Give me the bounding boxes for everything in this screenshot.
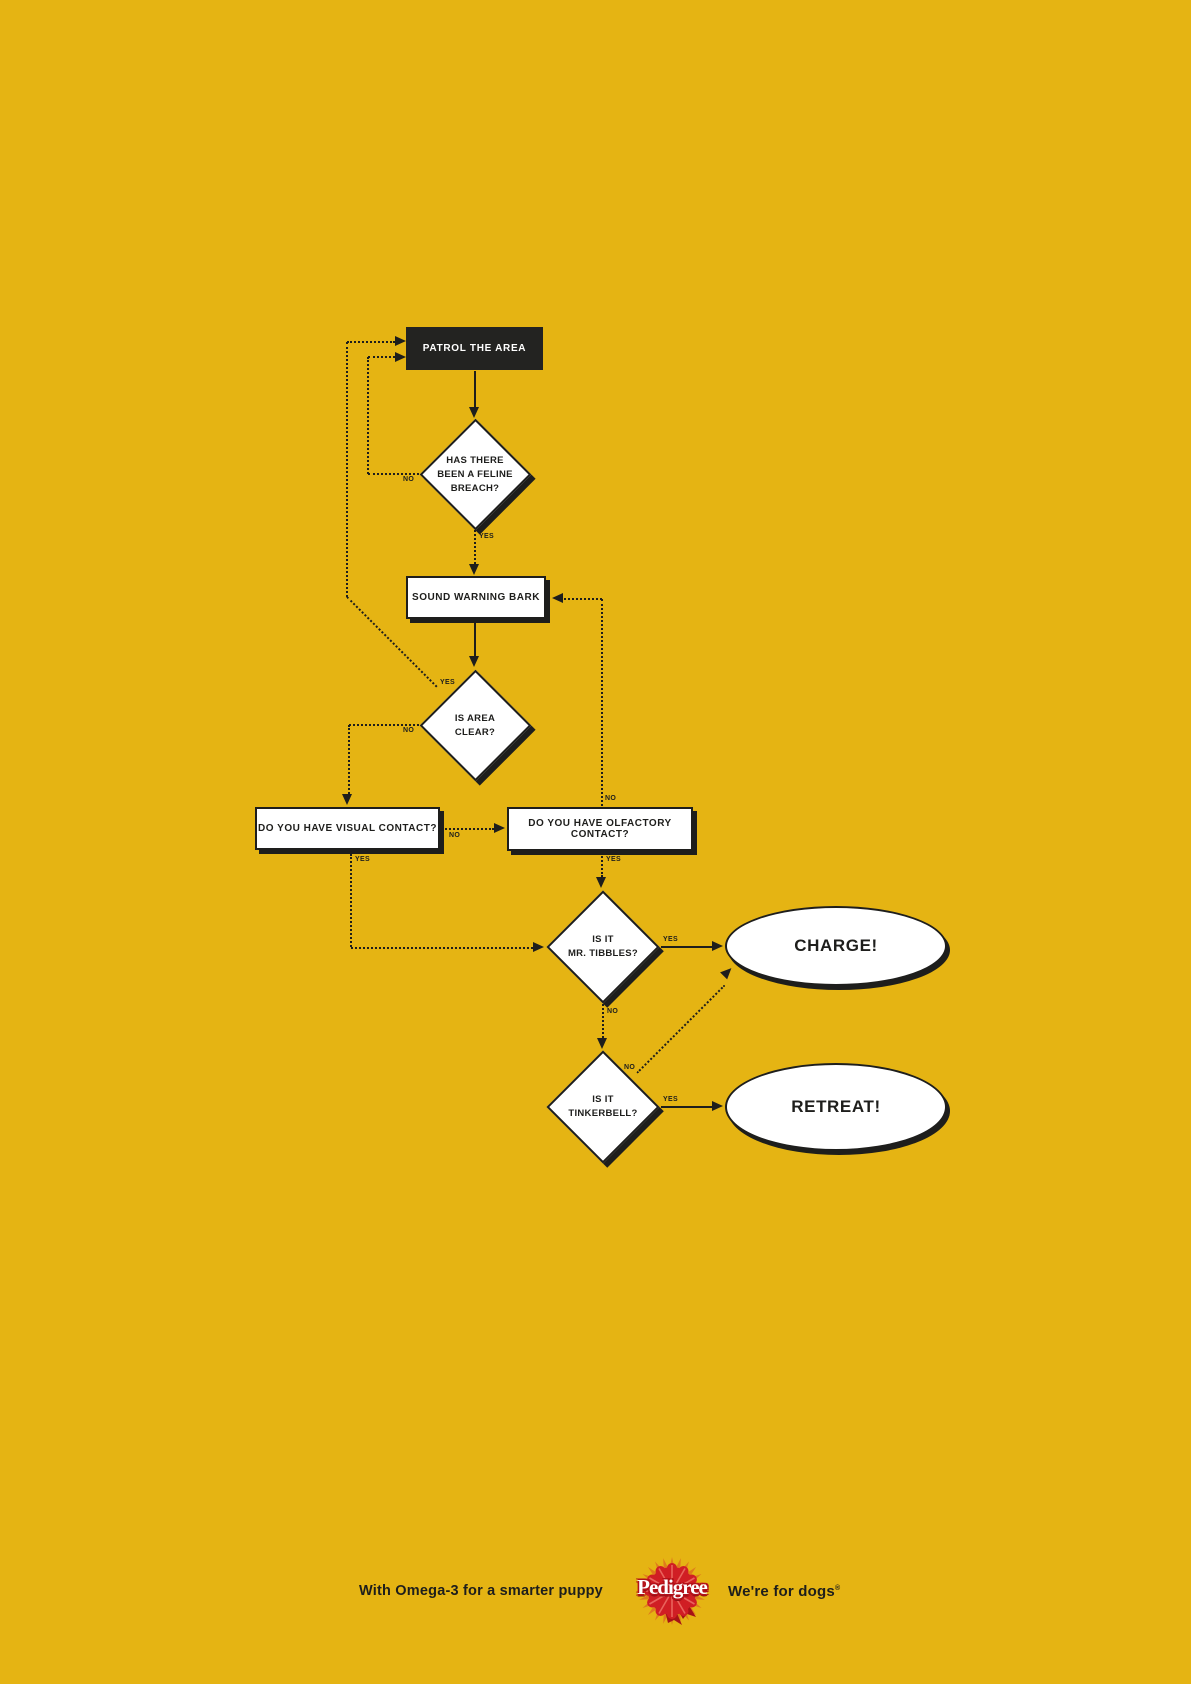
edge-areaclear-no — [349, 724, 419, 726]
edge-label-tibbles-no: NO — [607, 1008, 619, 1015]
edge-feline-no — [367, 357, 369, 474]
node-patrol-the-area: PATROL THE AREA — [406, 327, 543, 370]
edge-patrol-to-feline — [474, 371, 476, 407]
node-patrol-label: PATROL THE AREA — [422, 343, 527, 354]
edge-feline-yes — [474, 530, 476, 564]
edge-feline-no — [368, 356, 395, 358]
edge-tinkerbell-no — [636, 984, 726, 1074]
node-charge-label: CHARGE! — [794, 936, 878, 955]
edge-olfactory-yes — [601, 853, 603, 877]
edge-feline-no — [368, 473, 419, 475]
arrowhead — [469, 407, 479, 418]
edge-olfactory-no — [601, 599, 603, 806]
arrowhead — [395, 336, 406, 346]
edge-areaclear-no — [348, 725, 350, 794]
edge-label-tinkerbell-yes: YES — [663, 1096, 678, 1103]
edge-label-areaclear-no: NO — [403, 727, 415, 734]
pedigree-wordmark: Pedigree — [637, 1575, 708, 1599]
edge-label-feline-yes: YES — [479, 533, 494, 540]
edge-visual-no — [442, 828, 494, 830]
pedigree-logo: Pedigree — [608, 1553, 736, 1629]
arrowhead — [552, 593, 563, 603]
arrowhead — [342, 794, 352, 805]
edge-label-olfactory-yes: YES — [606, 856, 621, 863]
registered-mark: ® — [834, 1585, 841, 1592]
node-retreat-label: RETREAT! — [791, 1097, 881, 1116]
edge-label-tibbles-yes: YES — [663, 936, 678, 943]
arrowhead — [720, 964, 735, 980]
edge-tibbles-no — [602, 1004, 604, 1038]
arrowhead — [712, 941, 723, 951]
node-mr-tibbles-label: IS IT MR. TIBBLES? — [567, 934, 639, 959]
edge-areaclear-yes — [347, 341, 395, 343]
node-olfactory-contact-label: DO YOU HAVE OLFACTORY CONTACT? — [528, 818, 672, 840]
edge-label-visual-yes: YES — [355, 856, 370, 863]
footer-tagline: With Omega-3 for a smarter puppy — [359, 1583, 603, 1599]
node-visual-contact-label: DO YOU HAVE VISUAL CONTACT? — [258, 823, 437, 834]
node-tinkerbell-label: IS IT TINKERBELL? — [568, 1094, 638, 1119]
node-olfactory-contact: DO YOU HAVE OLFACTORY CONTACT? — [507, 807, 693, 851]
edge-areaclear-yes — [346, 342, 348, 597]
edge-label-feline-no: NO — [403, 476, 415, 483]
arrowhead — [494, 823, 505, 833]
pedigree-rosette-icon — [638, 1557, 706, 1625]
node-sound-warning-bark-label: SOUND WARNING BARK — [412, 592, 540, 603]
edge-visual-yes — [350, 854, 352, 947]
footer-slogan-text: We're for dogs — [728, 1583, 835, 1600]
edge-olfactory-no — [561, 598, 602, 600]
edge-tinkerbell-yes-to-retreat — [661, 1106, 712, 1108]
footer-slogan: We're for dogs® — [728, 1583, 840, 1600]
arrowhead — [597, 1038, 607, 1049]
arrowhead — [469, 656, 479, 667]
node-retreat-ellipse: RETREAT! — [725, 1063, 947, 1151]
edge-visual-yes — [351, 947, 533, 949]
arrowhead — [469, 564, 479, 575]
node-visual-contact: DO YOU HAVE VISUAL CONTACT? — [255, 807, 440, 850]
edge-label-areaclear-yes: YES — [440, 679, 455, 686]
node-charge-ellipse: CHARGE! — [725, 906, 947, 986]
node-sound-warning-bark: SOUND WARNING BARK — [406, 576, 546, 619]
edge-label-visual-no: NO — [449, 832, 461, 839]
node-feline-breach-label: HAS THERE BEEN A FELINE BREACH? — [437, 455, 513, 494]
arrowhead — [712, 1101, 723, 1111]
node-area-clear-label: IS AREA CLEAR? — [454, 713, 496, 738]
arrowhead — [533, 942, 544, 952]
arrowhead — [596, 877, 606, 888]
edge-label-tinkerbell-no: NO — [624, 1064, 636, 1071]
edge-tibbles-yes-to-charge — [661, 946, 712, 948]
edge-bark-to-areaclear — [474, 621, 476, 656]
arrowhead — [395, 352, 406, 362]
edge-label-olfactory-no: NO — [605, 795, 617, 802]
